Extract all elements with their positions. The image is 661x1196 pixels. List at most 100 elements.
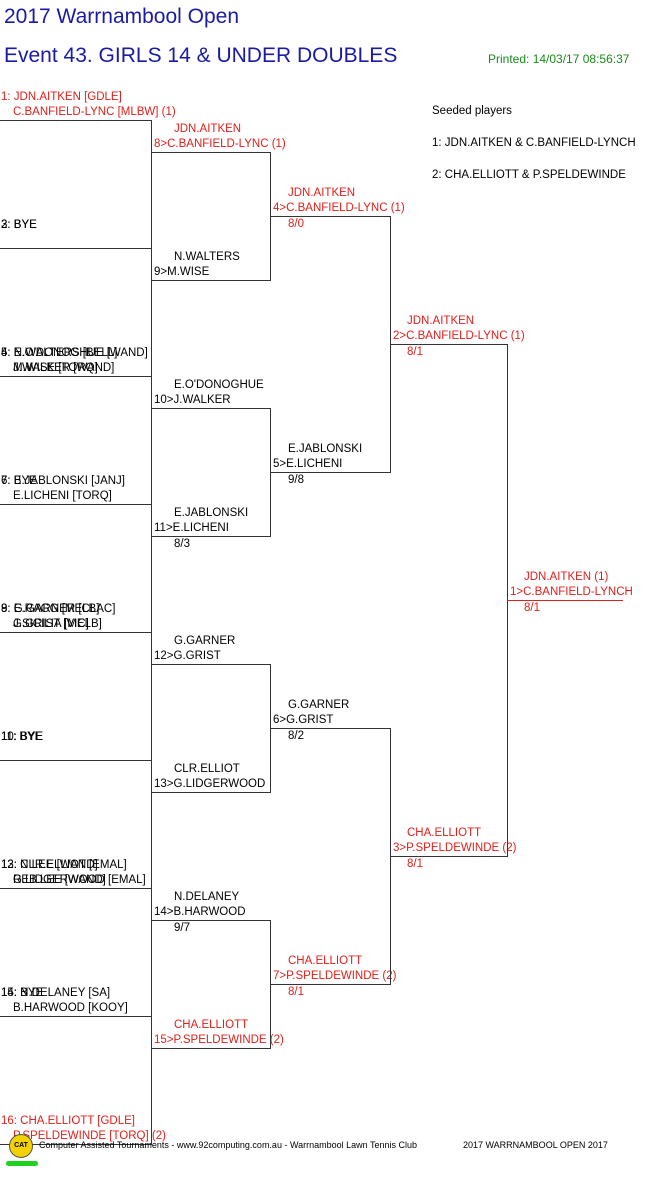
draw-entry-1-player2: C.BANFIELD-LYNC [MLBW] (1)	[13, 106, 176, 118]
sf-winner-2-player1: CHA.ELLIOTT	[407, 827, 482, 839]
qf-winner-1-player1: JDN.AITKEN	[288, 187, 356, 199]
printed-timestamp: Printed: 14/03/17 08:56:37	[488, 52, 630, 66]
r1-winner-2-player1: N.WALTERS	[174, 251, 240, 263]
draw-entry-4-player2: M.WISE [TORQ]	[13, 362, 98, 374]
r1-line-4	[151, 536, 271, 537]
draw-line-16	[0, 1144, 152, 1145]
draw-line-3	[0, 248, 152, 249]
r1-connector-1	[151, 120, 152, 249]
r1-winner-7-player2: 14>B.HARWOOD	[154, 906, 246, 918]
event-title: Event 43. GIRLS 14 & UNDER DOUBLES	[4, 44, 398, 67]
qf-line-4	[270, 984, 391, 985]
r1-line-5	[151, 664, 271, 665]
draw-entry-8-player1: 8: E.RAGG [MELB]	[1, 603, 100, 615]
sf-line-1	[390, 344, 508, 345]
r1-line-6	[151, 792, 271, 793]
r1-winner-5-player2: 12>G.GRIST	[154, 650, 221, 662]
sf-winner-1-player2: 2>C.BANFIELD-LYNC (1)	[393, 330, 525, 342]
draw-entry-1-player1: 1: JDN.AITKEN [GDLE]	[1, 91, 122, 103]
r1-winner-6-player1: CLR.ELLIOT	[174, 763, 240, 775]
draw-entry-7-player1: 7: E.JABLONSKI [JANJ]	[1, 475, 125, 487]
draw-line-15	[0, 1016, 152, 1017]
draw-entry-6-player1: 6: BYE	[1, 475, 37, 487]
page-title: 2017 Warrnambool Open	[4, 5, 240, 28]
draw-entry-2-player1: 2: BYE	[1, 219, 37, 231]
qf-winner-2-player2: 5>E.LICHENI	[273, 458, 343, 470]
r1-winner-4-player2: 11>E.LICHENI	[154, 522, 229, 534]
qf-winner-1-player2: 4>C.BANFIELD-LYNC (1)	[273, 202, 405, 214]
qf-winner-4-player1: CHA.ELLIOTT	[288, 955, 363, 967]
seeded-player-1: 1: JDN.AITKEN & C.BANFIELD-LYNCH	[432, 137, 636, 149]
draw-entry-11-player1: 11: BYE	[1, 731, 43, 743]
r1-connector-4	[151, 504, 152, 633]
draw-line-1	[0, 120, 152, 121]
draw-entry-15-player1: 15: BYE	[1, 987, 44, 999]
draw-entry-7-player2: E.LICHENI [TORQ]	[13, 490, 112, 502]
sf-score-1: 8/1	[407, 346, 423, 358]
draw-entry-13-player2: REB.LEE [WAND]	[13, 874, 106, 886]
qf-line-3	[270, 728, 391, 729]
r1-winner-6-player2: 13>G.LIDGERWOOD	[154, 778, 266, 790]
draw-entry-3-player1: 3: BYE	[1, 219, 37, 231]
r1-score-4: 8/3	[174, 538, 190, 550]
draw-entry-16-player1: 16: CHA.ELLIOTT [GDLE]	[1, 1115, 136, 1127]
draw-line-11	[0, 760, 152, 761]
qf-line-1	[270, 216, 391, 217]
r1-winner-8-player1: CHA.ELLIOTT	[174, 1019, 249, 1031]
draw-entry-16-player2: P.SPELDEWINDE [TORQ] (2)	[13, 1130, 166, 1142]
cat-logo-icon: CAT	[9, 1134, 33, 1158]
draw-entry-10-player1: 10: BYE	[1, 731, 44, 743]
r1-connector-6	[151, 760, 152, 889]
champion-player2: 1>C.BANFIELD-LYNCH	[510, 586, 633, 598]
qf-score-4: 8/1	[288, 986, 304, 998]
r1-line-8	[151, 1048, 271, 1049]
r1-connector-5	[151, 632, 152, 761]
r1-winner-1-player1: JDN.AITKEN	[174, 123, 242, 135]
draw-entry-9-player1: 9: G.GARNER [CLAC]	[1, 603, 116, 615]
sf-line-2	[390, 856, 508, 857]
seeded-heading: Seeded players	[432, 105, 512, 117]
draw-entry-14-player2: B.HARWOOD [KOOY]	[13, 1002, 128, 1014]
draw-entry-8-player2: J.SICILIA [MELB]	[13, 618, 102, 630]
r1-connector-3	[151, 376, 152, 505]
r1-score-7: 9/7	[174, 922, 190, 934]
r1-connector-7	[151, 888, 152, 1017]
qf-winner-3-player2: 6>G.GRIST	[273, 714, 334, 726]
r1-winner-3-player1: E.O'DONOGHUE	[174, 379, 264, 391]
draw-line-7	[0, 504, 152, 505]
r1-line-2	[151, 280, 271, 281]
r1-line-1	[151, 152, 271, 153]
sf-winner-2-player2: 3>P.SPELDEWINDE (2)	[393, 842, 517, 854]
draw-line-9	[0, 632, 152, 633]
r1-winner-8-player2: 15>P.SPELDEWINDE (2)	[154, 1034, 284, 1046]
r1-winner-3-player2: 10>J.WALKER	[154, 394, 231, 406]
draw-entry-12-player2: G.LIDGERWOOD [EMAL]	[13, 874, 146, 886]
champion-player1: JDN.AITKEN (1)	[524, 571, 609, 583]
sf-winner-1-player1: JDN.AITKEN	[407, 315, 475, 327]
logo-underline	[6, 1161, 38, 1166]
draw-entry-4-player1: 4: N.WALTERS [BELL]	[1, 347, 118, 359]
r1-winner-1-player2: 8>C.BANFIELD-LYNC (1)	[154, 138, 286, 150]
r1-winner-4-player1: E.JABLONSKI	[174, 507, 249, 519]
draw-entry-12-player1: 12: CLR.ELLIOT [EMAL]	[1, 859, 127, 871]
final-line	[507, 600, 623, 601]
draw-line-13	[0, 888, 152, 889]
seeded-player-2: 2: CHA.ELLIOTT & P.SPELDEWINDE	[432, 169, 626, 181]
r1-connector-2	[151, 248, 152, 377]
qf-score-2: 9/8	[288, 474, 304, 486]
draw-entry-5-player1: 5: E.O'DONOGHUE [WAND]	[1, 347, 148, 359]
r1-line-3	[151, 408, 271, 409]
qf-score-1: 8/0	[288, 218, 304, 230]
r1-winner-7-player1: N.DELANEY	[174, 891, 240, 903]
draw-line-5	[0, 376, 152, 377]
footer-event: 2017 WARRNAMBOOL OPEN 2017	[463, 1140, 608, 1150]
qf-winner-2-player1: E.JABLONSKI	[288, 443, 363, 455]
qf-winner-3-player1: G.GARNER	[288, 699, 350, 711]
qf-score-3: 8/2	[288, 730, 304, 742]
r1-winner-2-player2: 9>M.WISE	[154, 266, 210, 278]
draw-entry-9-player2: G.GRIST [VIC]	[13, 618, 89, 630]
qf-line-2	[270, 472, 391, 473]
footer-credit: Computer Assisted Tournaments - www.92co…	[39, 1140, 418, 1150]
draw-entry-13-player1: 13: N.LEE [WAND]	[1, 859, 98, 871]
r1-winner-5-player1: G.GARNER	[174, 635, 236, 647]
